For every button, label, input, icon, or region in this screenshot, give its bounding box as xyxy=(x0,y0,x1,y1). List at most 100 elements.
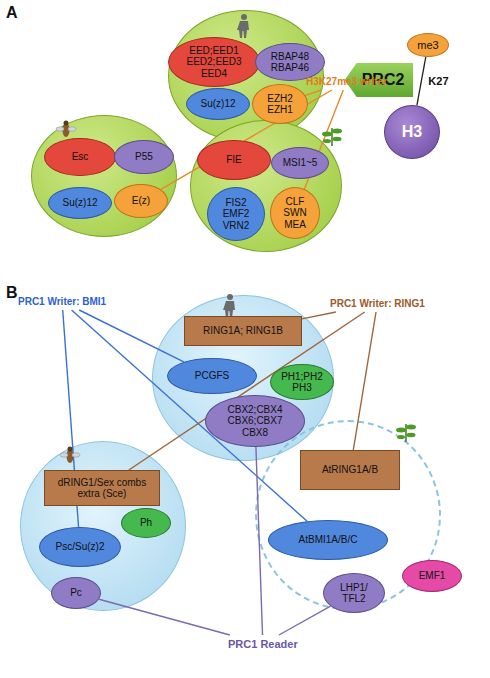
protein-oval: Ph xyxy=(121,508,171,538)
node-text: dRING1/Sex combs extra (Sce) xyxy=(56,477,148,499)
label-text: PRC1 Writer: RING1 xyxy=(330,298,425,309)
leader-line xyxy=(279,606,331,635)
label-text: PRC1 Writer: BMI1 xyxy=(18,296,106,307)
callout-label: PRC1 Writer: BMI1 xyxy=(18,296,106,307)
label-text: A xyxy=(6,4,18,21)
node-text: RING1A; RING1B xyxy=(203,325,283,336)
label-text: H3K27me3 writer xyxy=(306,76,387,87)
label-block: E(z) xyxy=(132,195,150,206)
node-text: FIS2 EMF2 VRN2 xyxy=(220,197,252,231)
label-block: Ph xyxy=(140,517,152,528)
protein-oval: P55 xyxy=(114,140,174,174)
node-text: Pc xyxy=(70,587,82,598)
panel-letter: A xyxy=(6,4,18,22)
protein-oval: RBAP48 RBAP46 xyxy=(255,43,325,81)
node-text: E(z) xyxy=(132,195,150,206)
label-block: FIS2 EMF2 VRN2 xyxy=(220,197,252,231)
label-block: MSI1~5 xyxy=(283,157,318,168)
histone-circle: H3 xyxy=(384,105,440,159)
protein-oval: E(z) xyxy=(114,184,168,218)
node-text: RBAP48 RBAP46 xyxy=(269,51,311,73)
leader-line xyxy=(302,312,336,319)
protein-oval: Esc xyxy=(44,138,116,176)
node-text: MSI1~5 xyxy=(283,157,318,168)
species-circle: FIE MSI1~5FIS2 EMF2 VRN2 CLF SWN MEA xyxy=(190,120,342,252)
bond-line xyxy=(417,57,426,105)
protein-oval: LHP1/ TFL2 xyxy=(323,573,385,613)
species-circle: dRING1/Sex combs extra (Sce) PhPsc/Su(z)2… xyxy=(20,441,186,611)
protein-oval: MSI1~5 xyxy=(271,147,329,179)
node-text: Su(z)12 xyxy=(200,98,235,109)
label-text: PRC1 Reader xyxy=(228,638,298,650)
protein-oval: Su(z)12 xyxy=(48,187,112,219)
node-text: P55 xyxy=(135,151,153,162)
protein-oval: PCGFS xyxy=(167,358,257,394)
leader-line xyxy=(256,447,263,635)
node-text: Esc xyxy=(72,151,89,162)
protein-oval: FIS2 EMF2 VRN2 xyxy=(207,187,265,241)
callout-label: PRC1 Reader xyxy=(228,638,298,650)
node-text: EMF1 xyxy=(419,570,446,581)
node-text: AtBMI1A/B/C xyxy=(299,534,358,545)
label-block: EMF1 xyxy=(419,570,446,581)
species-circle: Esc P55Su(z)12 E(z) xyxy=(31,115,177,237)
label-block: H3 xyxy=(402,123,422,141)
label-block: RBAP48 RBAP46 xyxy=(269,51,311,73)
node-text: EZH2 EZH1 xyxy=(264,93,296,115)
protein-oval: AtBMI1A/B/C xyxy=(268,520,388,560)
label-block: Psc/Su(z)2 xyxy=(56,541,105,552)
label-block: EED;EED1 EED2;EED3 EED4 xyxy=(186,45,242,79)
label-block: Pc xyxy=(70,587,82,598)
mark-oval: me3 xyxy=(407,33,449,57)
label-block: EZH2 EZH1 xyxy=(264,93,296,115)
label-text: B xyxy=(6,284,18,301)
label-block: Su(z)12 xyxy=(200,98,235,109)
node-text: CLF SWN MEA xyxy=(281,196,309,230)
protein-oval: CBX2;CBX4 CBX6;CBX7 CBX8 xyxy=(205,395,305,447)
node-text: Su(z)12 xyxy=(62,197,97,208)
protein-box: dRING1/Sex combs extra (Sce) xyxy=(44,470,160,506)
protein-oval: Pc xyxy=(51,577,101,609)
label-block: dRING1/Sex combs extra (Sce) xyxy=(56,477,148,499)
label-block: PH1;PH2 PH3 xyxy=(280,371,324,393)
plant-icon xyxy=(322,128,342,146)
node-text: FIE xyxy=(226,154,242,165)
protein-oval: Psc/Su(z)2 xyxy=(39,527,121,567)
label-block: FIE xyxy=(226,154,242,165)
node-text: PCGFS xyxy=(195,370,229,381)
species-circle: RING1A; RING1B PCGFS PH1;PH2 PH3CBX2;CBX4 … xyxy=(152,295,334,461)
node-text: CBX2;CBX4 CBX6;CBX7 CBX8 xyxy=(227,404,283,438)
node-text: Ph xyxy=(140,517,152,528)
label-block: Su(z)12 xyxy=(62,197,97,208)
protein-oval: CLF SWN MEA xyxy=(270,187,320,239)
node-text: AtRING1A/B xyxy=(322,464,378,475)
node-text: EED;EED1 EED2;EED3 EED4 xyxy=(186,45,242,79)
callout-label: PRC1 Writer: RING1 xyxy=(330,298,425,309)
label-block: LHP1/ TFL2 xyxy=(337,582,371,604)
label-block: AtBMI1A/B/C xyxy=(299,534,358,545)
edge-label: K27 xyxy=(427,75,449,87)
protein-oval: EZH2 EZH1 xyxy=(252,84,308,124)
node-text: H3 xyxy=(402,123,422,141)
callout-label: H3K27me3 writer xyxy=(306,76,387,87)
node-text: me3 xyxy=(417,39,438,51)
node-text: Psc/Su(z)2 xyxy=(56,541,105,552)
label-block: AtRING1A/B xyxy=(322,464,378,475)
protein-oval: EMF1 xyxy=(402,560,462,592)
leader-line xyxy=(353,312,376,450)
label-block: CLF SWN MEA xyxy=(281,196,309,230)
label-block: me3 xyxy=(417,39,438,51)
label-block: RING1A; RING1B xyxy=(203,325,283,336)
protein-box: AtRING1A/B xyxy=(300,450,400,490)
node-text: LHP1/ TFL2 xyxy=(337,582,371,604)
protein-oval: EED;EED1 EED2;EED3 EED4 xyxy=(168,37,260,87)
edge-label-text: K27 xyxy=(428,75,448,87)
panel-letter: B xyxy=(6,284,18,302)
label-block: Esc xyxy=(72,151,89,162)
plant-icon xyxy=(396,424,416,442)
protein-oval: Su(z)12 xyxy=(186,88,250,120)
protein-box: RING1A; RING1B xyxy=(184,316,302,346)
label-block: P55 xyxy=(135,151,153,162)
label-block: CBX2;CBX4 CBX6;CBX7 CBX8 xyxy=(227,404,283,438)
